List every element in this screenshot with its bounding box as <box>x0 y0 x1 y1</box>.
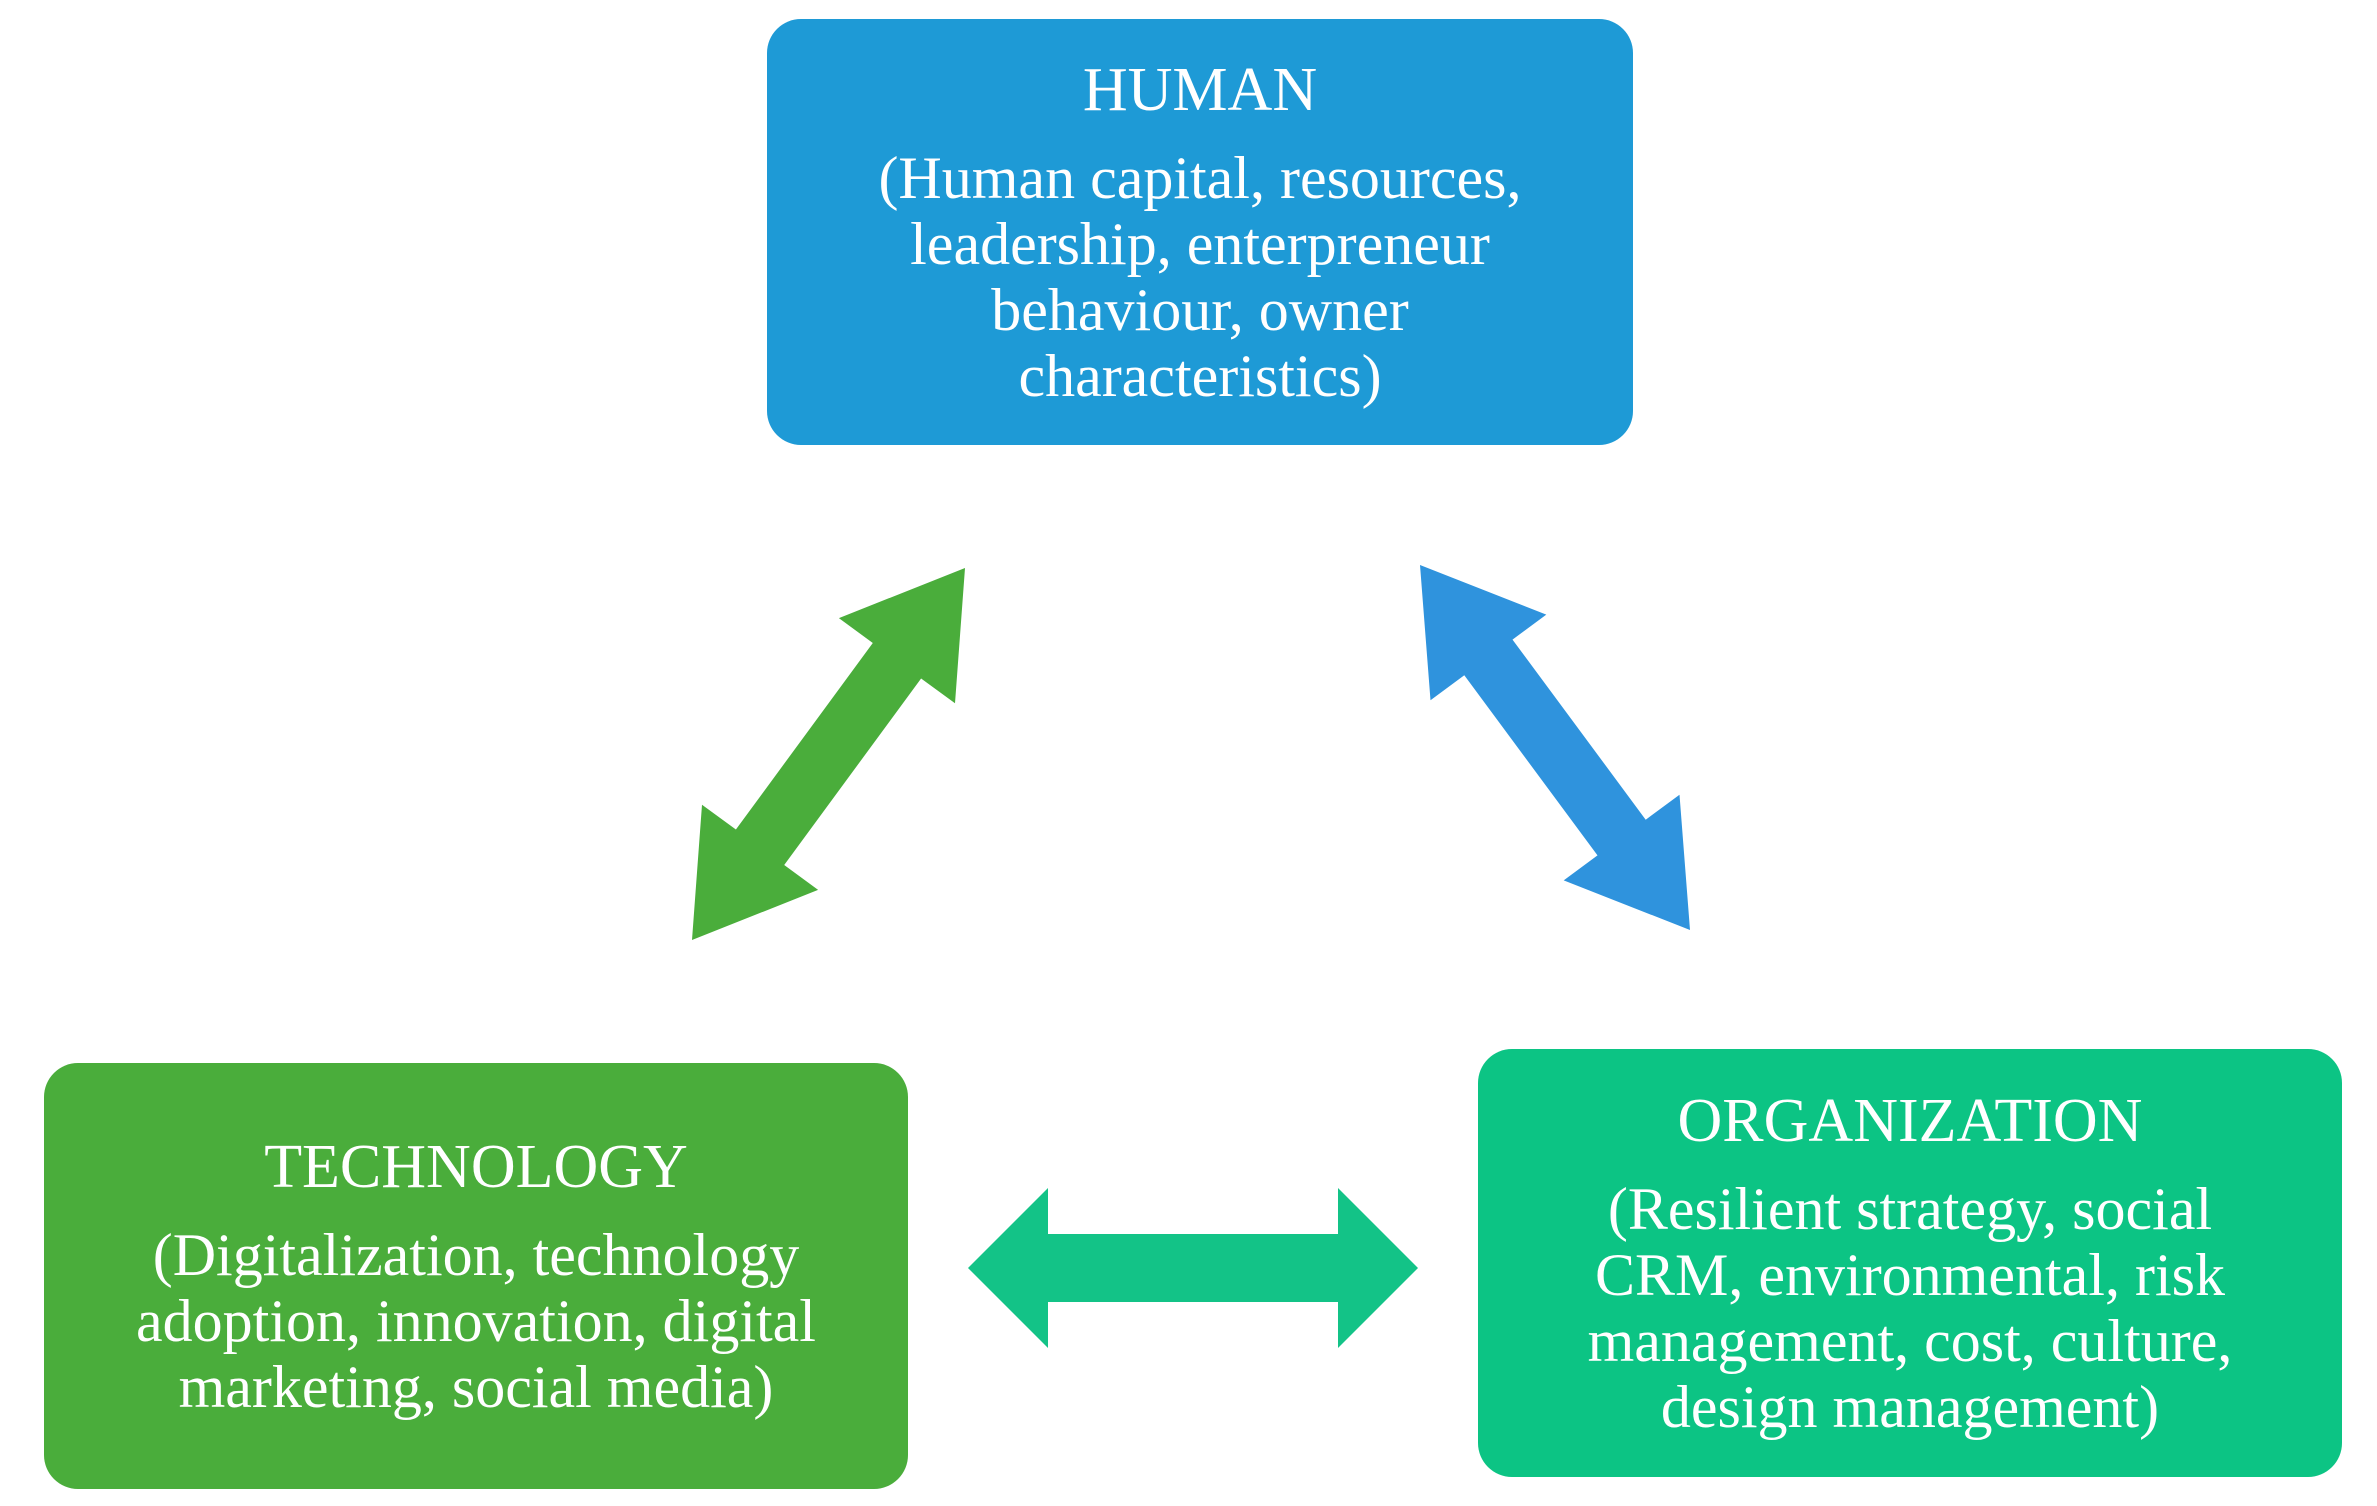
organization-desc-line: design management) <box>1660 1373 2160 1440</box>
human-desc-line: leadership, enterpreneur <box>910 210 1490 277</box>
arrow-human-organization <box>1420 565 1690 930</box>
technology-node: TECHNOLOGY (Digitalization, technology a… <box>44 1063 908 1489</box>
human-node: HUMAN (Human capital, resources, leaders… <box>767 19 1633 445</box>
arrow-technology-organization <box>968 1188 1418 1348</box>
human-desc-line: (Human capital, resources, <box>878 144 1522 211</box>
human-description: (Human capital, resources, leadership, e… <box>878 145 1521 409</box>
organization-node: ORGANIZATION (Resilient strategy, social… <box>1478 1049 2342 1477</box>
human-desc-line: behaviour, owner <box>991 276 1409 343</box>
arrow-human-technology <box>692 568 965 940</box>
organization-desc-line: CRM, environmental, risk <box>1595 1241 2225 1308</box>
technology-title: TECHNOLOGY <box>264 1133 688 1202</box>
technology-desc-line: marketing, social media) <box>178 1353 774 1420</box>
human-desc-line: characteristics) <box>1018 342 1382 409</box>
technology-description: (Digitalization, technology adoption, in… <box>136 1222 816 1420</box>
human-title: HUMAN <box>1082 56 1318 125</box>
organization-desc-line: management, cost, culture, <box>1587 1307 2233 1374</box>
organization-desc-line: (Resilient strategy, social <box>1607 1175 2213 1242</box>
organization-description: (Resilient strategy, social CRM, environ… <box>1588 1176 2233 1440</box>
technology-desc-line: adoption, innovation, digital <box>136 1287 816 1354</box>
organization-title: ORGANIZATION <box>1677 1087 2143 1156</box>
technology-desc-line: (Digitalization, technology <box>152 1221 800 1288</box>
